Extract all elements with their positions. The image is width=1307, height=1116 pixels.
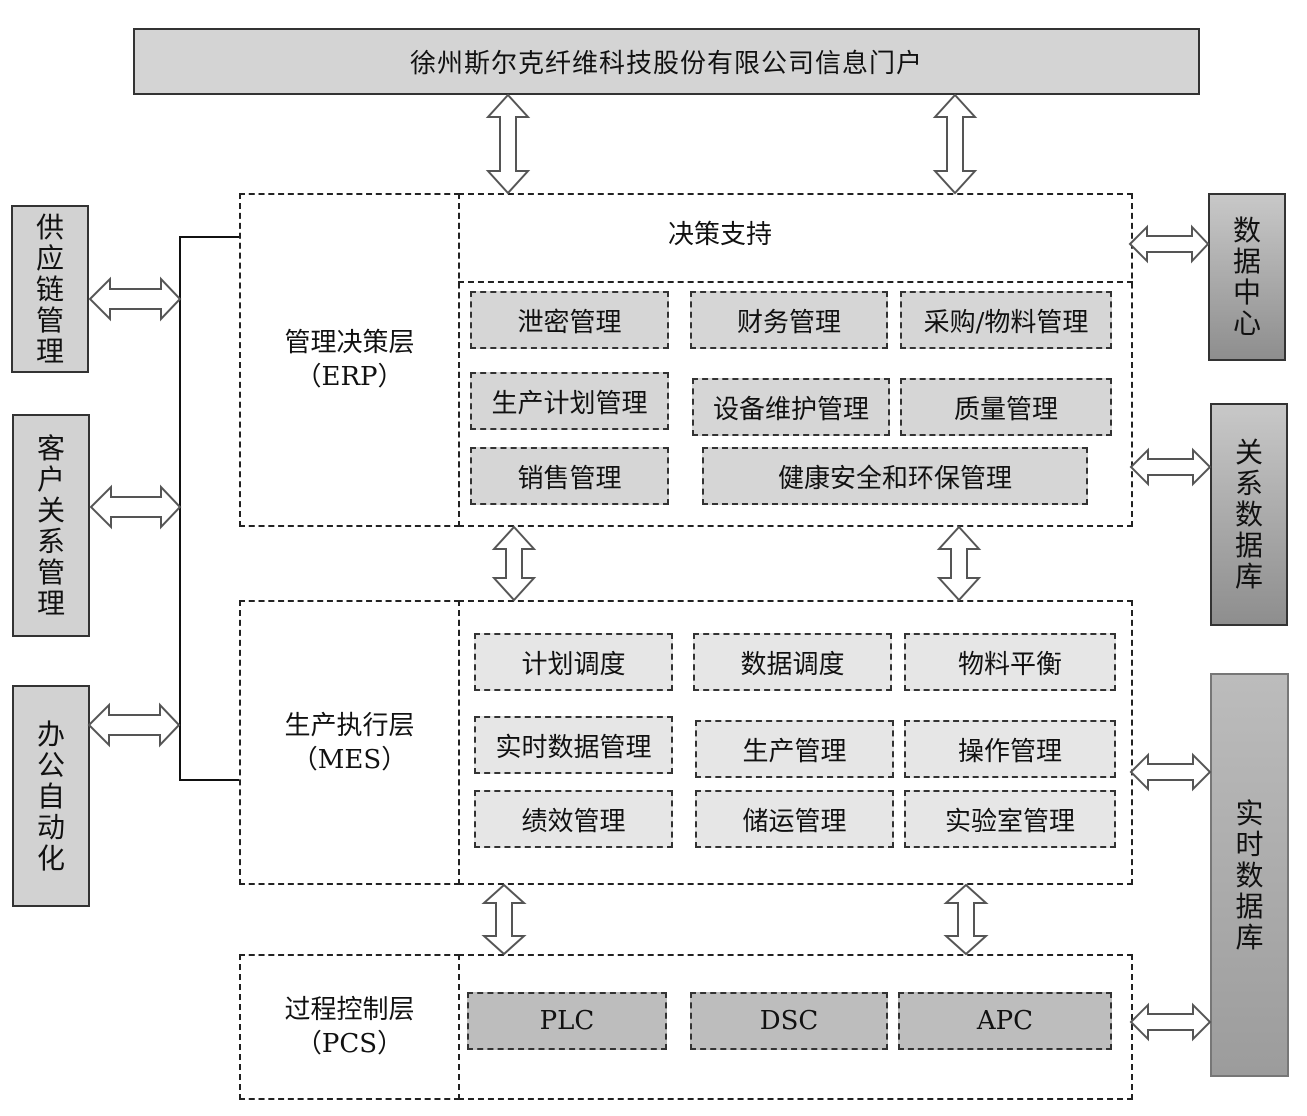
crm-label: 客户关系管理 [37,433,65,619]
erp-layer-abbr: （ERP） [295,362,404,392]
pcs-module: APC [898,992,1112,1050]
erp-module: 设备维护管理 [692,378,890,436]
double-arrow-icon [88,276,182,322]
vertical-char: 自 [36,779,65,813]
vertical-char: 办 [36,717,65,751]
vertical-char: 链 [35,272,64,306]
vertical-char: 数 [1232,214,1261,247]
double-arrow-icon [1129,447,1212,487]
bus-to-erp-line [179,236,239,238]
double-arrow-icon [485,93,531,195]
vertical-char: 户 [36,462,65,496]
mes-module: 绩效管理 [474,790,673,848]
vertical-char: 关 [1234,436,1263,469]
erp-module: 销售管理 [470,447,669,505]
vertical-char: 关 [36,493,65,527]
portal-title: 徐州斯尔克纤维科技股份有限公司信息门户 [409,49,923,79]
mes-module: 计划调度 [474,633,673,691]
vertical-char: 库 [1235,920,1264,954]
vertical-char: 据 [1232,245,1261,278]
vertical-char: 管 [36,555,65,589]
vertical-char: 数 [1235,858,1264,892]
double-arrow-icon [943,883,989,956]
vertical-char: 化 [36,841,65,875]
erp-divider [458,281,1133,283]
vertical-char: 理 [35,334,64,368]
pcs-layer-name: 过程控制层 [284,995,415,1025]
double-arrow-icon [1128,224,1210,264]
mes-layer-abbr: （MES） [291,744,408,775]
vertical-char: 据 [1234,529,1263,562]
data-center-label: 数据中心 [1233,215,1261,339]
decision-support-label: 决策支持 [667,219,772,250]
mes-module: 实时数据管理 [474,716,673,774]
vertical-char: 据 [1235,889,1264,923]
pcs-module: PLC [467,992,667,1050]
double-arrow-icon [1129,752,1212,792]
mes-module: 储运管理 [695,790,894,848]
vertical-char: 系 [1234,467,1263,500]
vertical-char: 心 [1232,307,1261,340]
erp-module: 泄密管理 [470,291,669,349]
double-arrow-icon [89,484,182,530]
double-arrow-icon [1129,1002,1212,1042]
mes-module: 物料平衡 [904,633,1116,691]
pcs-layer-abbr: （PCS） [295,1029,404,1059]
pcs-content-cell [458,954,1133,1100]
vertical-char: 客 [36,431,65,465]
bus-to-mes-line [179,779,239,781]
vertical-char: 公 [36,748,65,782]
info-portal-box: 徐州斯尔克纤维科技股份有限公司信息门户 [133,28,1200,95]
erp-module: 生产计划管理 [470,372,669,430]
vertical-char: 时 [1235,827,1264,861]
erp-module: 采购/物料管理 [900,291,1112,349]
mes-content-cell [458,600,1133,885]
pcs-label-cell: 过程控制层 （PCS） [239,954,460,1100]
office-automation-label: 办公自动化 [37,719,65,874]
realtime-db-box: 实时数据库 [1210,673,1289,1077]
mes-layer-name: 生产执行层 [284,710,415,741]
mes-module: 操作管理 [904,720,1116,778]
vertical-char: 管 [35,303,64,337]
vertical-char: 数 [1234,498,1263,531]
relational-db-box: 关系数据库 [1210,403,1288,626]
double-arrow-icon [936,525,982,602]
data-center-box: 数据中心 [1208,193,1286,361]
erp-content-cell [458,193,1133,527]
mes-module: 生产管理 [695,720,894,778]
double-arrow-icon [87,702,181,748]
mes-module: 实验室管理 [904,790,1116,848]
crm-box: 客户关系管理 [12,414,90,637]
supply-chain-label: 供应链管理 [36,212,64,367]
pcs-module: DSC [690,992,888,1050]
vertical-char: 应 [35,241,64,275]
vertical-char: 动 [36,810,65,844]
vertical-char: 实 [1235,796,1264,830]
vertical-char: 中 [1232,276,1261,309]
double-arrow-icon [932,93,978,195]
vertical-char: 理 [36,586,65,620]
left-bus-line [179,236,181,781]
erp-module: 质量管理 [900,378,1112,436]
supply-chain-box: 供应链管理 [11,205,89,373]
erp-module: 财务管理 [690,291,888,349]
vertical-char: 系 [36,524,65,558]
vertical-char: 供 [35,210,64,244]
double-arrow-icon [491,525,537,602]
vertical-char: 库 [1234,560,1263,593]
erp-layer-name: 管理决策层 [284,328,415,358]
realtime-db-label: 实时数据库 [1235,798,1263,953]
relational-db-label: 关系数据库 [1235,437,1263,592]
office-automation-box: 办公自动化 [12,685,90,907]
erp-module: 健康安全和环保管理 [702,447,1088,505]
mes-module: 数据调度 [693,633,892,691]
double-arrow-icon [481,883,527,956]
